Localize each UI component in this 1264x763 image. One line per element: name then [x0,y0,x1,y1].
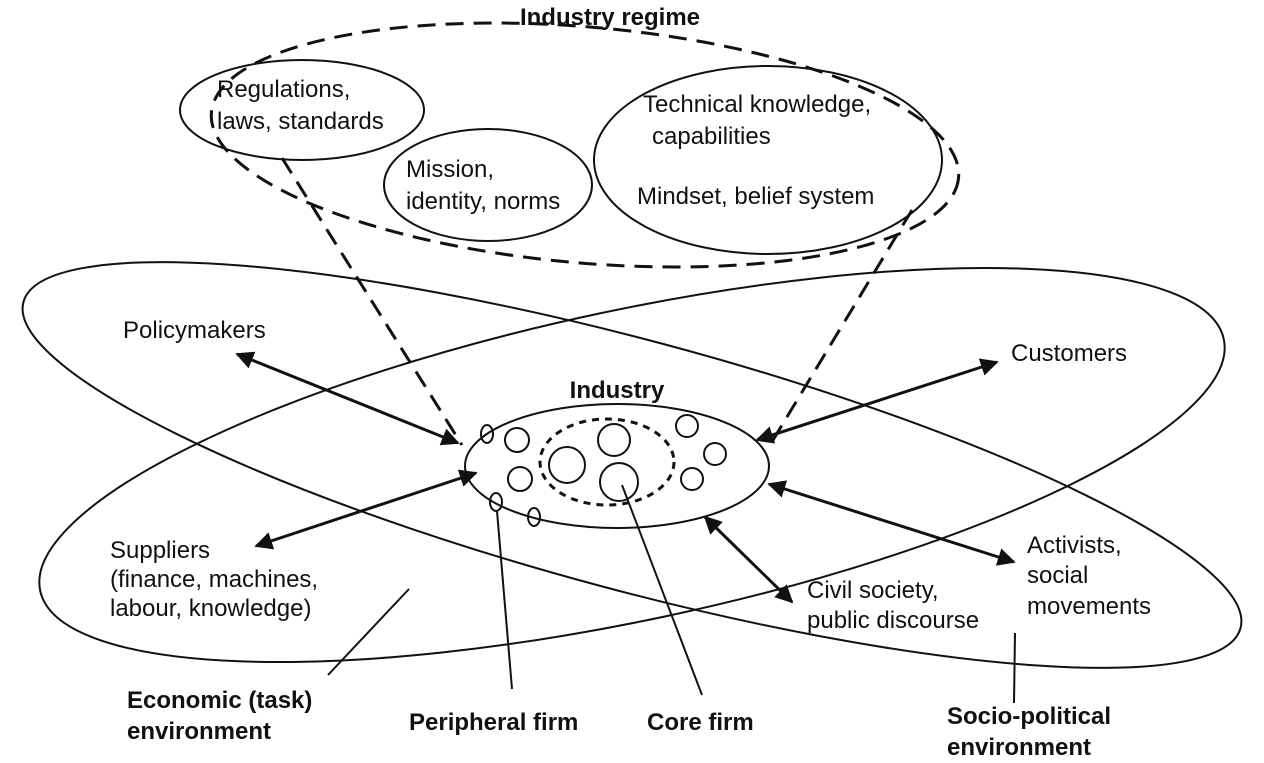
industry-title: Industry [570,377,665,404]
firm-circle [548,446,586,484]
peripheral-firm-ellipse [527,507,541,527]
activists-arrow [767,480,1016,566]
peripheral-firm-ellipse [489,492,503,512]
mission-ellipse [383,128,593,242]
suppliers-label-line-2: (finance, machines, [110,566,318,593]
technical-ellipse [593,65,943,255]
firm-circle [507,466,533,492]
civil-society-arrow [703,515,794,604]
core-firms-ellipse [538,417,676,507]
regulations-ellipse [179,59,425,161]
sociopolitical-environment-label-line-1: Socio-political [947,703,1111,730]
activists-label-line-1: Activists, [1027,532,1122,559]
suppliers-label-line-3: labour, knowledge) [110,595,311,622]
sociopolitical-environment-ellipse [21,261,1243,669]
activists-label-line-2: social [1027,562,1088,589]
firm-circle [680,467,704,491]
economic-environment-ellipse [38,267,1226,663]
sociopolitical-environment-label-line-2: environment [947,734,1091,761]
suppliers-label-line-1: Suppliers [110,537,210,564]
civil-society-label-line-2: public discourse [807,607,979,634]
industry-regime-ellipse [209,21,961,269]
economic-environment-label-line-2: environment [127,718,271,745]
firm-circle [703,442,727,466]
peripheral-firm-label: Peripheral firm [409,709,578,736]
industry-ellipse [464,403,770,529]
regulations-label-line-1: Regulations, [217,76,350,103]
technical-label-line-1: Technical knowledge, [643,91,871,118]
customers-label: Customers [1011,340,1127,367]
firm-circle [504,427,530,453]
peripheral-callout-line [496,510,513,690]
activists-label-line-3: movements [1027,593,1151,620]
technical-label-line-2: capabilities [652,123,771,150]
peripheral-firm-ellipse [480,424,494,444]
economic-callout-line [327,588,410,676]
firm-circle [675,414,699,438]
civil-society-label-line-1: Civil society, [807,577,939,604]
suppliers-arrow [254,469,478,550]
sociopolitical-callout-line [1013,632,1016,704]
policymakers-label: Policymakers [123,317,266,344]
customers-arrow [755,358,999,444]
core-firm-circle [599,462,639,502]
mindset-label: Mindset, belief system [637,183,874,210]
regulations-label-line-2: laws, standards [217,108,384,135]
industry-regime-title: Industry regime [520,4,700,31]
core-callout-line [621,484,703,696]
mission-label-line-1: Mission, [406,156,494,183]
policymakers-arrow [235,351,460,446]
core-firm-label: Core firm [647,709,754,736]
firm-circle [597,423,631,457]
mission-label-line-2: identity, norms [406,188,560,215]
economic-environment-label-line-1: Economic (task) [127,687,312,714]
